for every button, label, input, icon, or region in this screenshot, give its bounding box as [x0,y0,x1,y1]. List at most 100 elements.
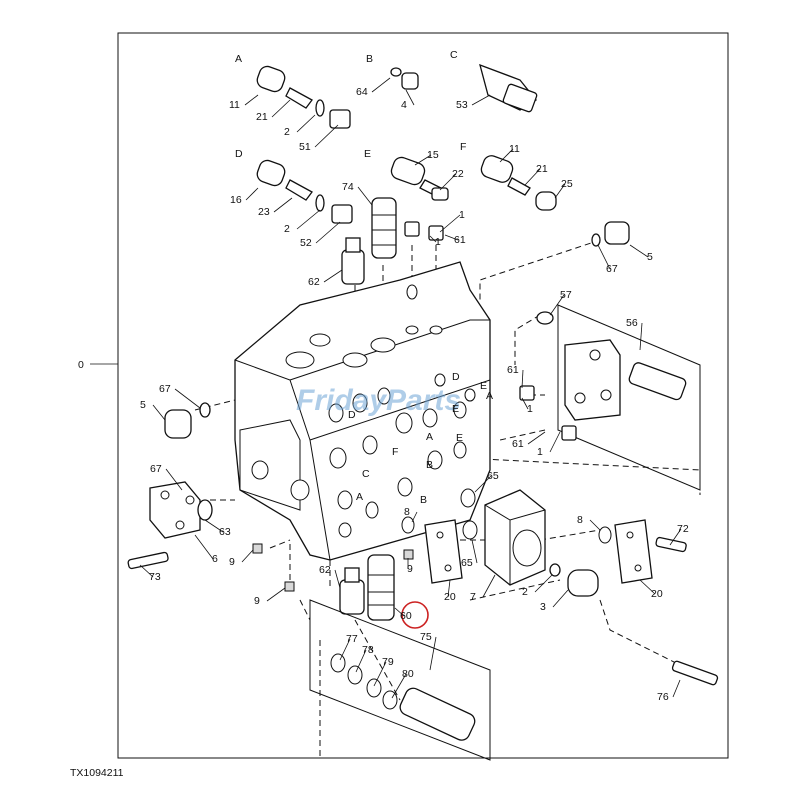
callout-label: 11 [229,99,240,111]
callout-leader [524,168,541,186]
callout-label: 1 [537,446,543,458]
part-62-upper [341,237,365,285]
part-75-kit [309,599,491,761]
callout-label: 2 [522,586,528,598]
port-letter: F [460,141,466,153]
callout-leaders [139,77,682,699]
callout-leader [447,579,451,598]
callout-label: 21 [536,163,548,175]
callout-label: 72 [677,523,689,535]
port-letter: C [362,468,370,480]
highlight-circle [401,601,429,629]
port-letter: A [486,390,493,402]
callout-leader [534,574,553,593]
callout-leader [315,221,341,244]
port-letter: D [348,409,356,421]
callout-label: 79 [382,656,394,668]
callout-leader [271,99,291,118]
callout-leader [334,569,341,589]
callout-leader [589,519,601,531]
part-76-bolt [671,660,719,686]
callout-leader [357,186,373,206]
part-7-block [484,489,546,586]
callout-leader [444,234,459,241]
part-65-orings [460,488,478,540]
port-letter: B [366,53,373,65]
port-letter: A [235,53,242,65]
part-8-orings [401,516,612,544]
port-letter: D [452,371,460,383]
callout-label: 9 [254,595,260,607]
part-11-plug-a [256,65,351,129]
callout-leader [639,322,643,351]
callout-label: 9 [407,563,413,575]
callout-label: 56 [626,317,638,329]
part-15-valve-e [390,156,449,201]
callout-leader [471,539,478,564]
callout-label: 53 [456,99,468,111]
callout-leader [323,269,343,283]
callout-leader [597,244,611,270]
port-letter: E [364,148,371,160]
callout-leader [414,154,432,166]
port-letter: B [420,494,427,506]
callout-leader [521,397,529,410]
part-1-upper-plugs [404,221,444,241]
figure-code: TX1094211 [70,767,124,779]
port-letter: E [456,432,463,444]
callout-label: 1 [459,209,465,221]
callout-leader [373,661,387,687]
part-16-plug-d [256,159,353,224]
callout-label: 76 [657,691,669,703]
callout-label: 1 [435,236,441,248]
callout-label: 65 [487,470,499,482]
port-letter: E [480,380,487,392]
callout-leader [482,574,496,598]
callout-leader [152,404,166,421]
part-11-valve-f [480,155,557,211]
callout-leader [405,89,415,106]
callout-leader [429,235,437,243]
port-letter: B [426,459,433,471]
callout-label: 20 [651,588,663,600]
callout-leader [241,549,254,563]
callout-leader [314,124,339,148]
callout-leader [474,475,492,493]
watermark-logo: FridayParts [296,384,461,417]
callout-label: 4 [401,99,407,111]
part-20-gasket-left [424,519,463,584]
callout-label: 16 [230,194,242,206]
callout-leader [471,94,491,106]
port-letter: C [450,49,458,61]
part-9-bolts-left [252,543,414,592]
part-56-cover-panel [536,304,701,491]
callout-label: 51 [299,141,311,153]
callout-label: 80 [402,668,414,680]
callout-label: 75 [420,631,432,643]
callout-leader [273,197,293,213]
part-5-plug-left [164,402,211,439]
callout-label: 74 [342,181,354,193]
callout-leader [244,94,259,106]
callout-label: 67 [150,463,162,475]
port-letter: A [356,491,363,503]
callout-label: 23 [258,206,270,218]
port-letter: F [392,446,398,458]
callout-leader [371,77,391,93]
callout-leader [194,534,214,560]
part-20-gasket-right [614,519,653,584]
callout-leader [439,173,457,191]
callout-label: 21 [256,111,268,123]
callout-label: 67 [606,263,618,275]
callout-label: 57 [560,289,572,301]
callout-leader [139,564,154,578]
callout-label: 60 [400,610,412,622]
callout-leader [204,519,224,533]
callout-label: 3 [540,601,546,613]
callout-leader [669,528,682,546]
callout-leader [639,579,656,595]
callout-label: 61 [454,234,466,246]
callout-label: 11 [509,143,520,155]
callout-leader [429,636,437,671]
